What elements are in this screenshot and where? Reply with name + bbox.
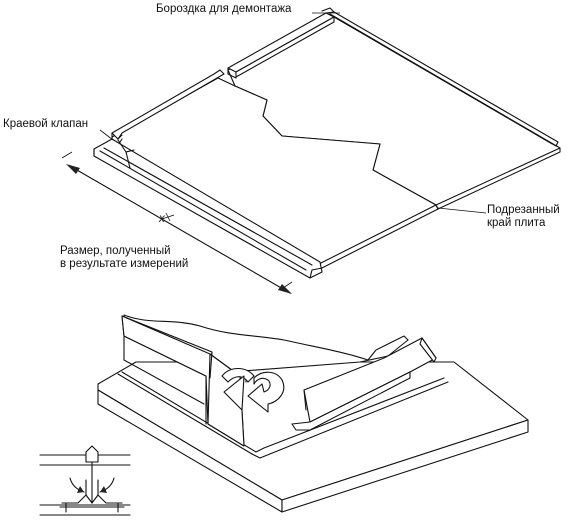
dimension-x-label: x (159, 213, 165, 225)
fold-arrow-icon (221, 367, 285, 413)
panel-figure (61, 7, 561, 294)
cut-edge-label-line2: край плита (487, 217, 546, 229)
edge-flap-rail (93, 69, 323, 279)
cut-edge-label-line1: Подрезанный (487, 204, 560, 216)
dimension-line (61, 151, 293, 294)
slab-figure (97, 314, 529, 513)
edge-flap-label: Краевой клапан (3, 118, 89, 130)
measured-size-label-line1: Размер, полученный (60, 245, 171, 257)
cross-section-detail (39, 445, 131, 516)
measured-size-label-line2: в результате измерений (60, 258, 189, 270)
groove-label: Бороздка для демонтажа (156, 3, 292, 15)
removal-groove-rail (227, 7, 559, 147)
